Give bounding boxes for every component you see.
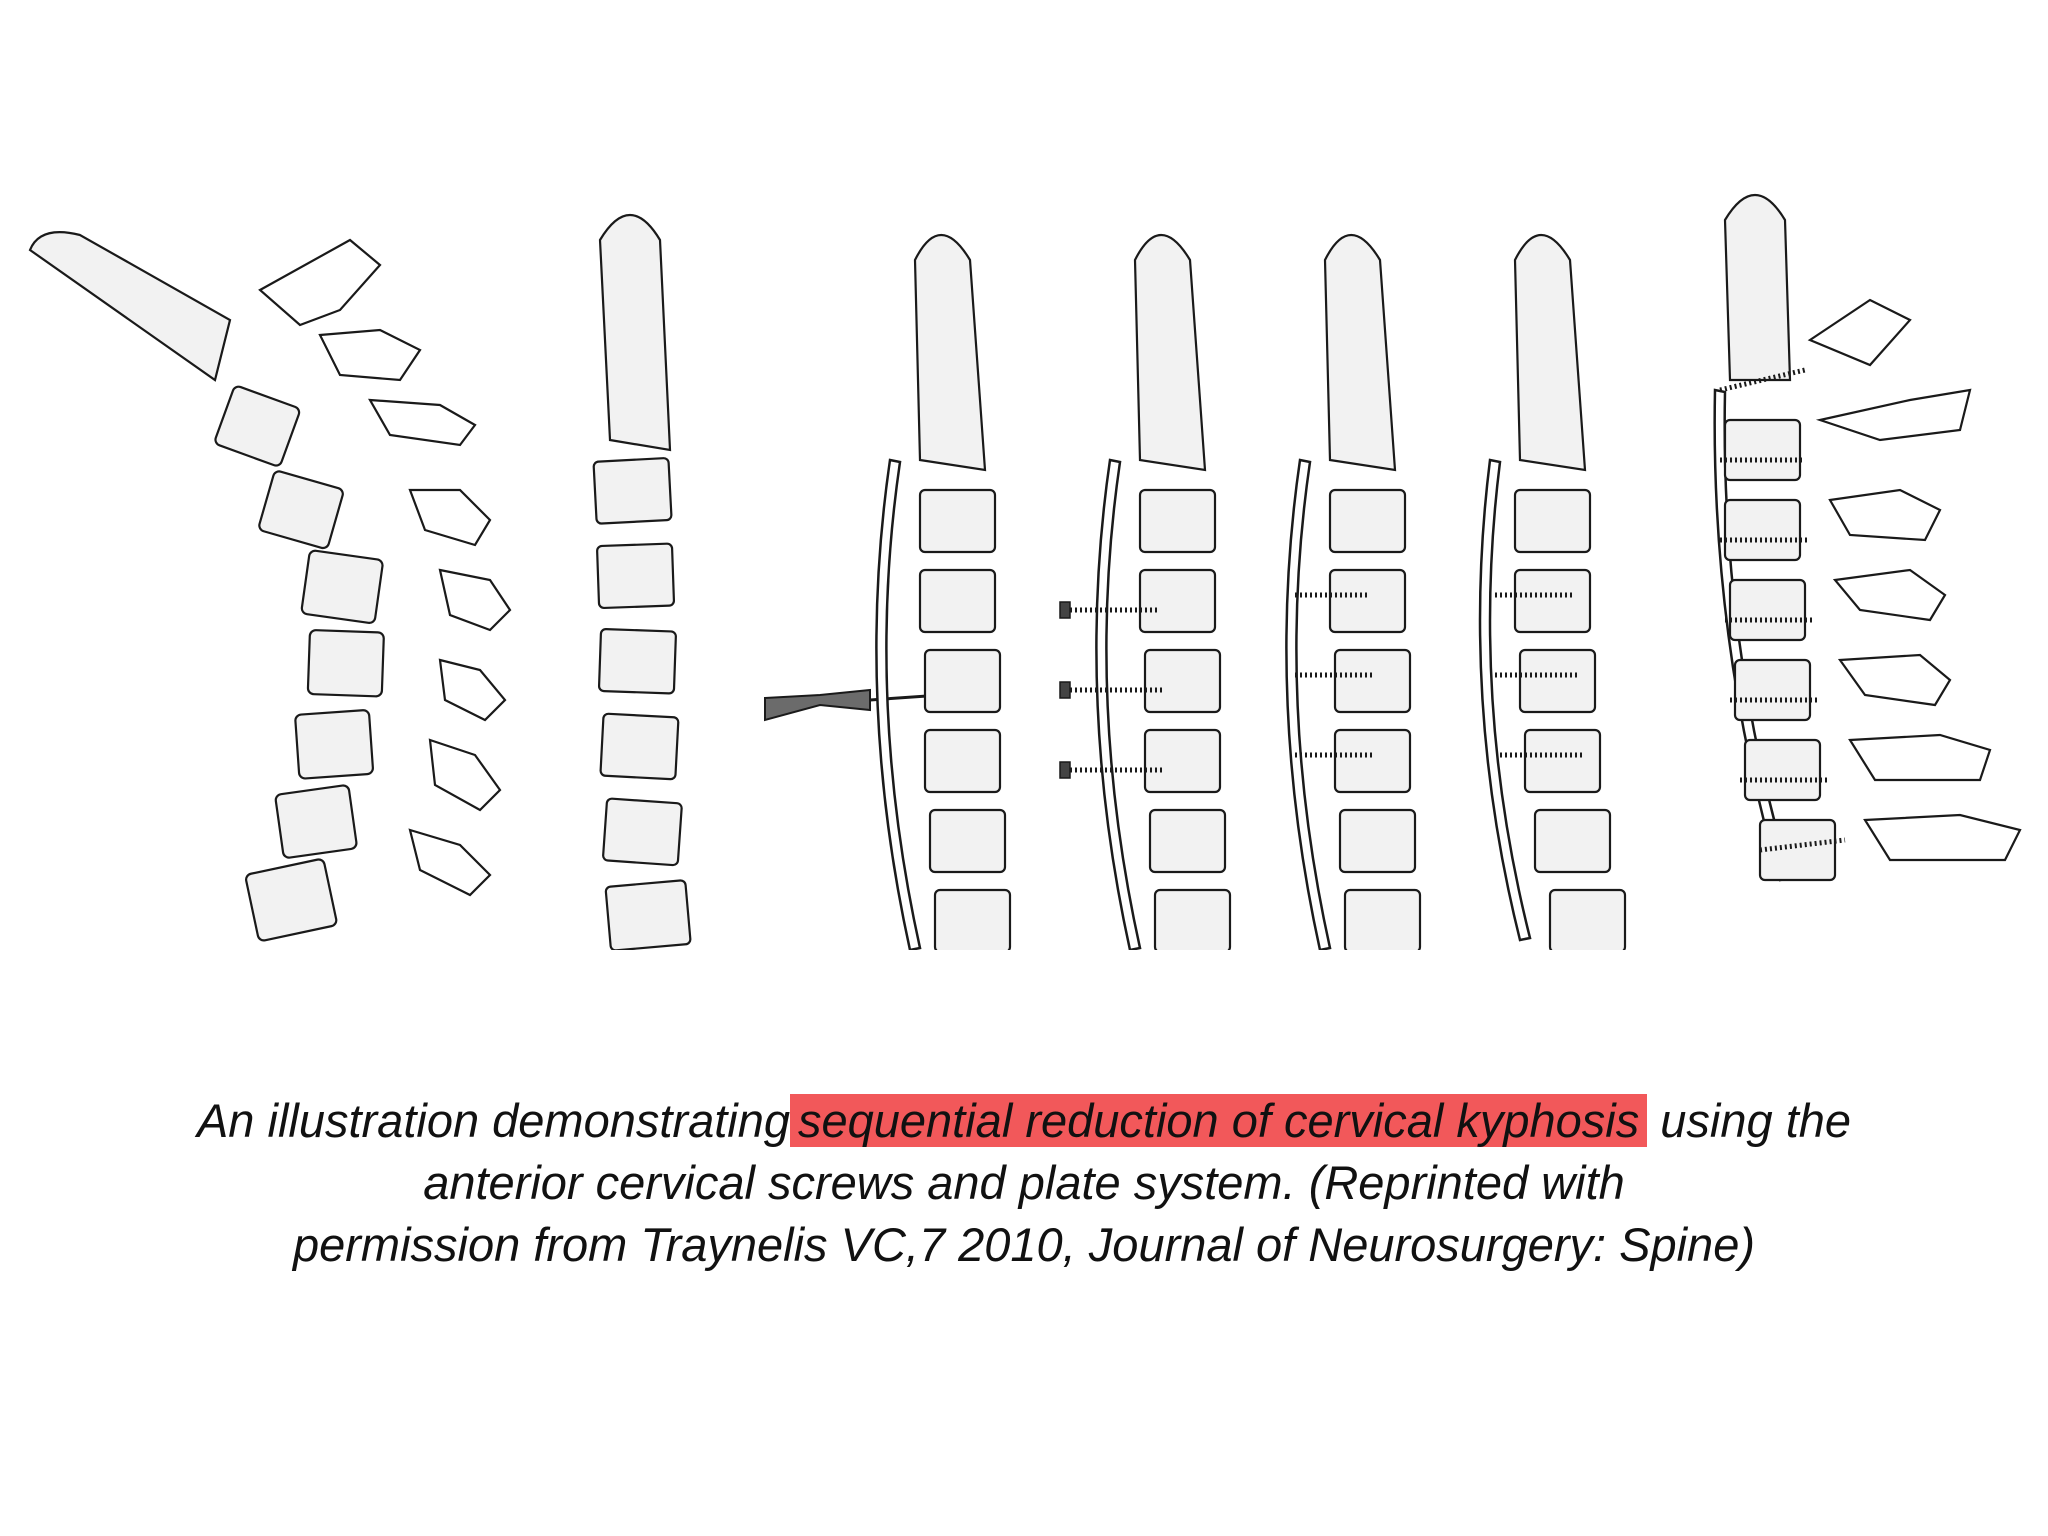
spine-illustration [20, 170, 2030, 950]
caption-highlight: sequential reduction of cervical kyphosi… [789, 1094, 1648, 1147]
column-panel-1 [592, 213, 692, 950]
column-panel-5 [1478, 233, 1627, 950]
column-panel-2 [764, 233, 1012, 950]
kyphotic-spine-panel [28, 231, 512, 942]
corrected-spine-panel [1713, 193, 2022, 882]
caption-text-pre: An illustration demonstrating [196, 1094, 790, 1147]
caption-text-post: using the [1647, 1094, 1852, 1147]
caption-line-3: permission from Traynelis VC,7 2010, Jou… [293, 1218, 1755, 1271]
column-panel-3 [1059, 233, 1232, 950]
caption-line-2: anterior cervical screws and plate syste… [423, 1156, 1625, 1209]
column-panel-4 [1285, 233, 1422, 950]
